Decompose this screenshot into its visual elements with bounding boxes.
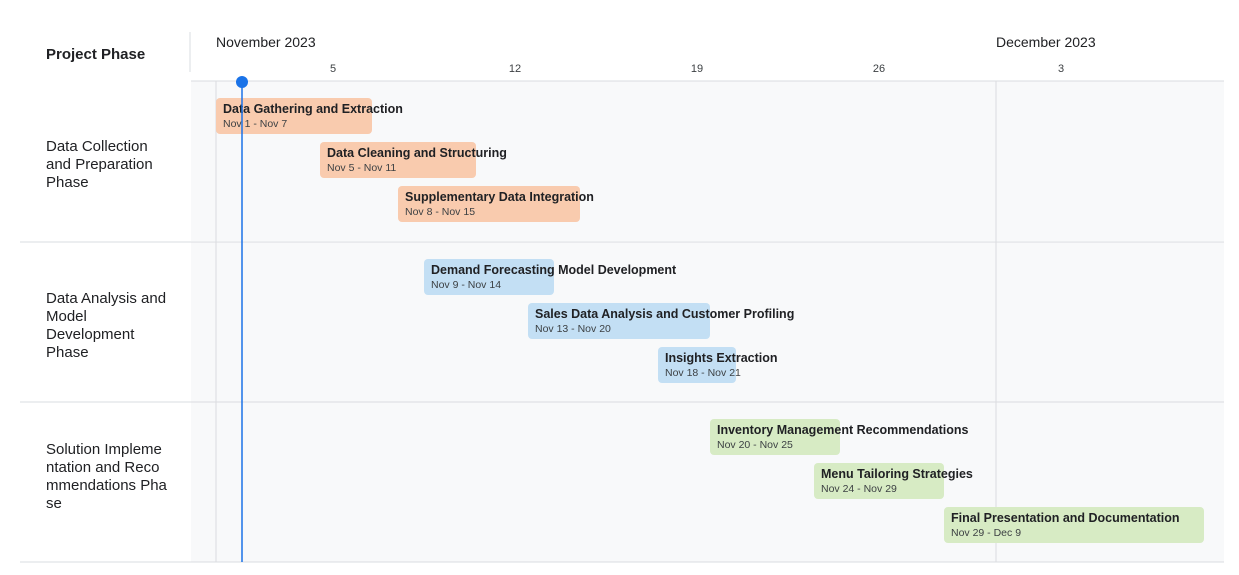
- phase-column-title: Project Phase: [46, 46, 146, 63]
- task-dates: Nov 1 - Nov 7: [223, 118, 287, 130]
- task-name: Demand Forecasting Model Development: [431, 263, 677, 277]
- task-name: Supplementary Data Integration: [405, 190, 594, 204]
- task-dates: Nov 9 - Nov 14: [431, 279, 501, 291]
- x-tick-label: 26: [873, 63, 885, 75]
- task-bar: [814, 463, 944, 499]
- phase-label-collection: Data Collection and Preparation Phase: [46, 138, 153, 191]
- task-bar: [944, 507, 1204, 543]
- task-bar: [710, 419, 840, 455]
- x-tick-label: 3: [1058, 63, 1064, 75]
- task-dates: Nov 5 - Nov 11: [327, 162, 396, 174]
- task-dates: Nov 8 - Nov 15: [405, 206, 475, 218]
- task-bar: [424, 259, 554, 295]
- phase-label-implementation: Solution Implementation and Recommendati…: [46, 441, 167, 512]
- task-bar: [216, 98, 372, 134]
- task-dates: Nov 29 - Dec 9: [951, 527, 1021, 539]
- task-name: Inventory Management Recommendations: [717, 423, 968, 437]
- x-tick-label: 5: [330, 63, 336, 75]
- month-label: November 2023: [216, 34, 316, 50]
- task-bar: [528, 303, 710, 339]
- task-name: Final Presentation and Documentation: [951, 511, 1180, 525]
- task-name: Data Gathering and Extraction: [223, 102, 403, 116]
- x-tick-label: 19: [691, 63, 703, 75]
- today-marker-dot: [236, 76, 248, 88]
- task-bar: [398, 186, 580, 222]
- task-bar: [320, 142, 476, 178]
- task-dates: Nov 20 - Nov 25: [717, 439, 793, 451]
- phase-label-analysis: Data Analysis and Model Development Phas…: [46, 290, 167, 361]
- task-dates: Nov 18 - Nov 21: [665, 367, 741, 379]
- task-name: Data Cleaning and Structuring: [327, 146, 507, 160]
- task-name: Sales Data Analysis and Customer Profili…: [535, 307, 794, 321]
- task-name: Menu Tailoring Strategies: [821, 467, 973, 481]
- month-label: December 2023: [996, 34, 1096, 50]
- task-dates: Nov 24 - Nov 29: [821, 483, 897, 495]
- task-name: Insights Extraction: [665, 351, 778, 365]
- x-tick-label: 12: [509, 63, 521, 75]
- task-bar: [658, 347, 736, 383]
- task-dates: Nov 13 - Nov 20: [535, 323, 611, 335]
